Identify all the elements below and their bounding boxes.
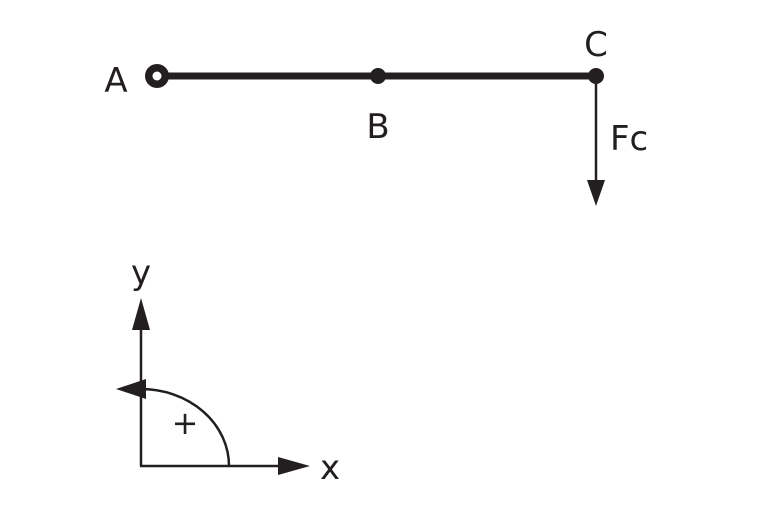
force-arrowhead <box>587 180 605 206</box>
rotation-arc <box>140 387 231 467</box>
coordinate-system: y x + <box>116 253 340 488</box>
x-axis-arrowhead <box>278 457 310 475</box>
force-fc: Fc <box>587 80 648 206</box>
beam-group: A B C <box>104 25 608 147</box>
label-rotation-sign: + <box>172 404 199 442</box>
label-x-axis: x <box>320 448 340 488</box>
label-point-c: C <box>584 25 608 65</box>
pin-hole-a <box>152 71 162 81</box>
label-y-axis: y <box>131 253 151 293</box>
label-force: Fc <box>610 119 648 159</box>
point-b-dot <box>370 68 386 84</box>
label-point-a: A <box>104 61 127 101</box>
rotation-arrowhead <box>116 379 146 399</box>
label-point-b: B <box>366 107 389 147</box>
point-c-dot <box>588 68 604 84</box>
y-axis-arrowhead <box>132 298 150 330</box>
